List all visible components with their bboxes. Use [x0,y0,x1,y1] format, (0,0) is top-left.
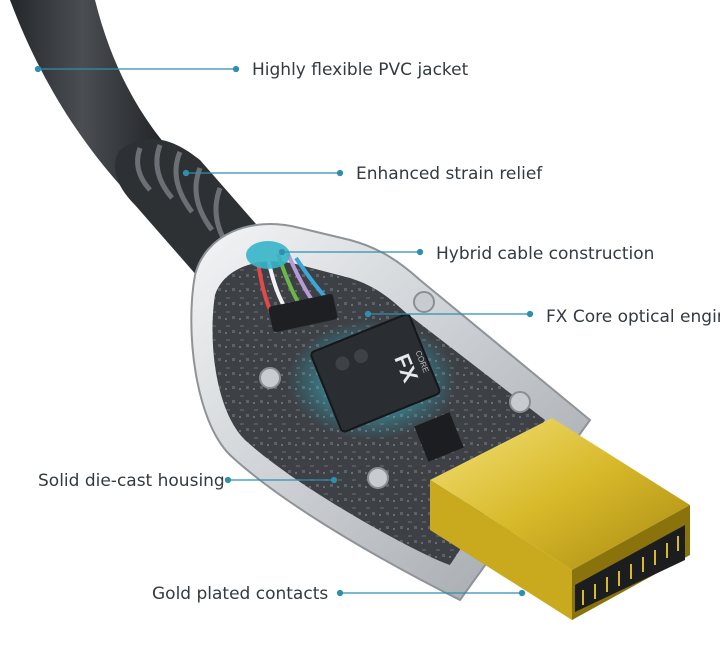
gold-hdmi-connector [430,418,690,620]
cable-jacket [10,0,170,185]
leader-lines [34,65,534,597]
fx-core-optical-engine: FX CORE [287,313,464,462]
label-fx-core: FX Core optical engine [546,307,720,327]
label-pvc-jacket: Highly flexible PVC jacket [252,60,469,80]
hybrid-cable-wires [246,241,338,333]
label-die-cast-housing: Solid die-cast housing [38,471,225,491]
label-strain-relief: Enhanced strain relief [356,164,543,184]
label-gold-contacts: Gold plated contacts [152,584,329,604]
label-hybrid-cable: Hybrid cable construction [436,244,655,264]
